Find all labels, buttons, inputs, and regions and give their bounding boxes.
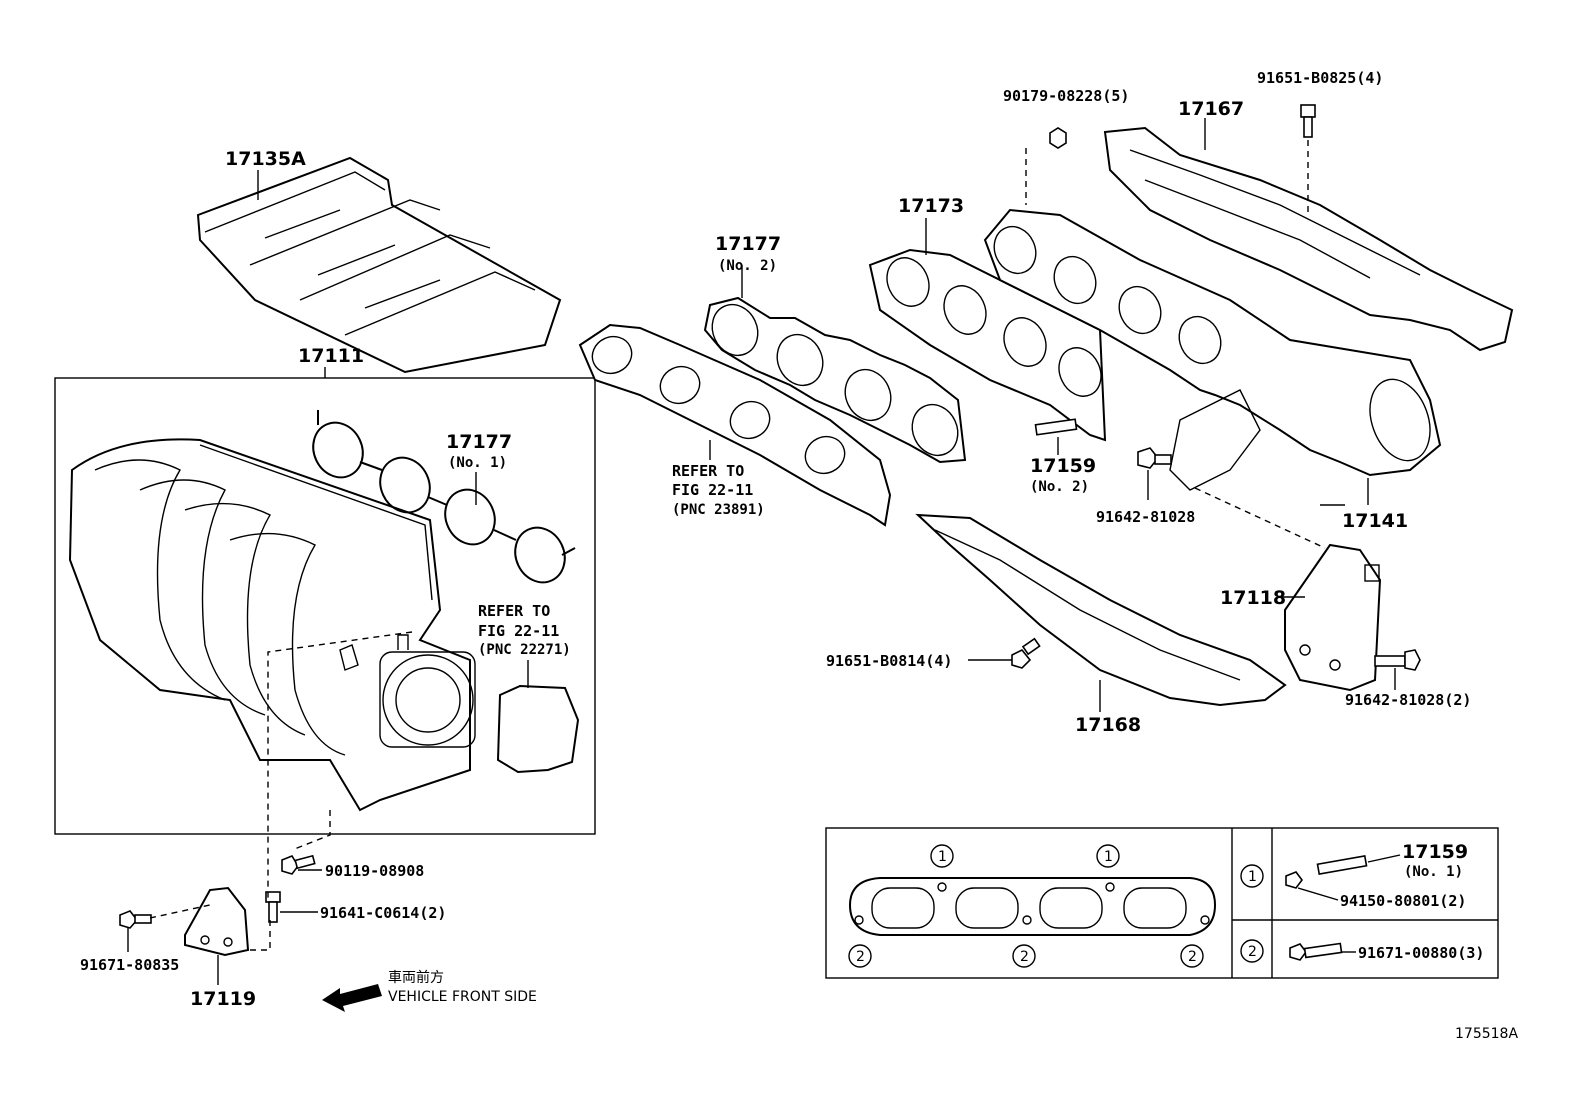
label-17177-no1: 17177 <box>446 431 512 453</box>
label-17168: 17168 <box>1075 714 1141 736</box>
label-91641-c0614: 91641-C0614(2) <box>320 904 446 922</box>
legend-91671-00880: 91671-00880(3) <box>1358 944 1484 962</box>
heat-insulator-17135a[interactable] <box>196 156 562 374</box>
bolt-90119-08908[interactable] <box>281 854 316 875</box>
legend-num-1c: 1 <box>1248 869 1257 885</box>
label-17135a: 17135A <box>225 148 306 170</box>
bolt-91651-b0825[interactable] <box>1300 104 1316 138</box>
label-90179-08228: 90179-08228(5) <box>1003 87 1129 105</box>
legend-gasket-shape <box>848 877 1217 936</box>
label-17111: 17111 <box>298 345 364 367</box>
bolt-91641-c0614[interactable] <box>265 891 281 923</box>
legend-num-2a: 2 <box>856 949 865 965</box>
bolt-91671-80835[interactable] <box>119 910 152 929</box>
label-90119-08908: 90119-08908 <box>325 862 424 880</box>
bolt-91642-81028[interactable] <box>1137 447 1172 469</box>
vehicle-front-arrow <box>322 984 382 1012</box>
label-91651-b0814: 91651-B0814(4) <box>826 652 952 670</box>
direction-jp: 車両前方 <box>388 969 444 986</box>
gasket-17177-no2[interactable] <box>703 265 967 464</box>
label-91651-b0825: 91651-B0825(4) <box>1257 69 1383 87</box>
label-17177-no2-sub: (No. 2) <box>718 258 777 274</box>
heat-insulator-17167[interactable] <box>1103 118 1514 352</box>
gasket-17177-no1[interactable] <box>304 410 576 591</box>
legend-marker-2-circles <box>848 939 1264 968</box>
heat-insulator-17168[interactable] <box>915 513 1287 712</box>
refer-note-b-line3: (PNC 22271) <box>478 642 571 658</box>
refer-note-a-line3: (PNC 23891) <box>672 502 765 518</box>
label-17167: 17167 <box>1178 98 1244 120</box>
refer-note-b-line2: FIG 22-11 <box>478 622 559 640</box>
legend-num-1a: 1 <box>938 849 947 865</box>
label-17177-no2: 17177 <box>715 233 781 255</box>
refer-note-a-line1: REFER TO <box>672 462 744 480</box>
bracket-17118[interactable] <box>1282 543 1382 692</box>
gasket-17173[interactable] <box>868 218 1109 442</box>
legend-bolt-91671-00880 <box>1289 942 1356 961</box>
label-17119: 17119 <box>190 988 256 1010</box>
dash-intake-bracket <box>149 631 413 951</box>
label-91642-81028: 91642-81028 <box>1096 508 1195 526</box>
bolt-91651-b0814[interactable] <box>1011 637 1041 669</box>
intake-manifold-box <box>54 367 596 835</box>
nut-90179-08228[interactable] <box>1049 127 1067 149</box>
legend-num-1b: 1 <box>1104 849 1113 865</box>
label-91642-81028-2: 91642-81028(2) <box>1345 691 1471 709</box>
refer-note-b-line1: REFER TO <box>478 602 550 620</box>
label-17118: 17118 <box>1220 587 1286 609</box>
figure-id: 175518A <box>1455 1026 1518 1042</box>
label-17159-no2: 17159 <box>1030 455 1096 477</box>
exhaust-manifold-17141[interactable] <box>983 208 1442 505</box>
legend-num-2c: 2 <box>1188 949 1197 965</box>
legend-17159-sub: (No. 1) <box>1404 864 1463 880</box>
label-91671-80835: 91671-80835 <box>80 956 179 974</box>
legend-marker-1-circles <box>930 844 1264 888</box>
direction-en: VEHICLE FRONT SIDE <box>388 989 537 1005</box>
label-17159-no2-sub: (No. 2) <box>1030 479 1089 495</box>
gasket-legend-table <box>825 827 1499 979</box>
dash-17118 <box>1194 487 1326 549</box>
refer-note-a-line2: FIG 22-11 <box>672 481 753 499</box>
bracket-17119[interactable] <box>184 886 250 985</box>
throttle-body-gasket[interactable] <box>496 660 580 774</box>
label-17173: 17173 <box>898 195 964 217</box>
legend-num-2b: 2 <box>1020 949 1029 965</box>
legend-num-2d: 2 <box>1248 944 1257 960</box>
legend-17159: 17159 <box>1402 841 1468 863</box>
bolt-91642-81028-2[interactable] <box>1374 649 1421 671</box>
label-17177-no1-sub: (No. 1) <box>448 455 507 471</box>
stud-17159-no2[interactable] <box>1034 418 1078 436</box>
label-17141: 17141 <box>1342 510 1408 532</box>
exhaust-plate-23891 <box>578 323 892 527</box>
intake-manifold-17111[interactable] <box>68 438 476 812</box>
legend-stud-17159 <box>1285 854 1401 901</box>
legend-94150-80801: 94150-80801(2) <box>1340 892 1466 910</box>
